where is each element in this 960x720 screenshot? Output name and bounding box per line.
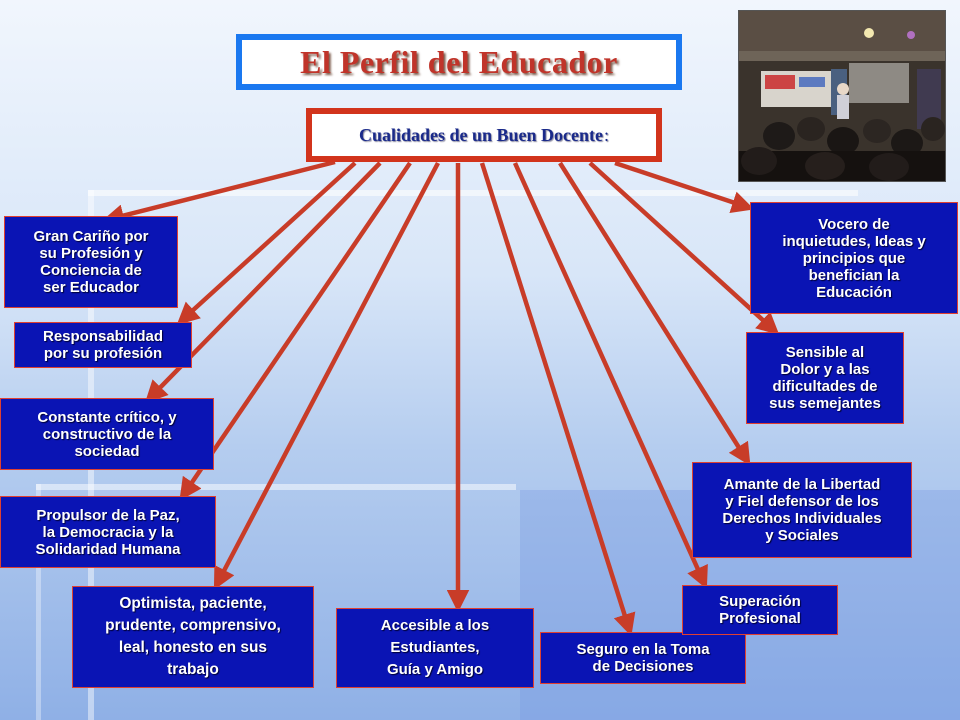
subtitle: Cualidades de un Buen Docente	[358, 124, 604, 145]
arrow-to-sensible	[588, 161, 780, 336]
node-critico: Constante crítico, y constructivo de la …	[0, 398, 214, 470]
title-box: El Perfil del Educador	[236, 34, 682, 90]
node-sensible: Sensible al Dolor y a las dificultades d…	[746, 332, 904, 424]
arrow-to-libertad	[558, 161, 751, 466]
arrow-to-responsabilidad	[176, 161, 357, 326]
arrow-to-carino	[101, 159, 336, 227]
node-carino: Gran Cariño por su Profesión y Concienci…	[4, 216, 178, 308]
page-title: El Perfil del Educador	[300, 43, 618, 80]
node-paz: Propulsor de la Paz, la Democracia y la …	[0, 496, 216, 568]
subtitle-box: Cualidades de un Buen Docente:	[306, 108, 662, 162]
arrow-to-superacion	[512, 162, 708, 590]
arrow-to-optimista	[213, 161, 440, 590]
node-vocero: Vocero de inquietudes, Ideas y principio…	[750, 202, 958, 314]
node-responsabilidad: Responsabilidad por su profesión	[14, 322, 192, 368]
arrow-to-seguro	[479, 162, 636, 637]
classroom-photo-icon	[738, 10, 946, 182]
arrow-to-vocero	[614, 160, 755, 213]
node-accesible: Accesible a los Estudiantes, Guía y Amig…	[336, 608, 534, 688]
subtitle-colon: :	[604, 124, 610, 145]
arrow-to-paz	[179, 161, 412, 501]
node-optimista: Optimista, paciente, prudente, comprensi…	[72, 586, 314, 688]
node-seguro: Seguro en la Toma de Decisiones	[540, 632, 746, 684]
node-libertad: Amante de la Libertad y Fiel defensor de…	[692, 462, 912, 558]
node-superacion: Superación Profesional	[682, 585, 838, 635]
